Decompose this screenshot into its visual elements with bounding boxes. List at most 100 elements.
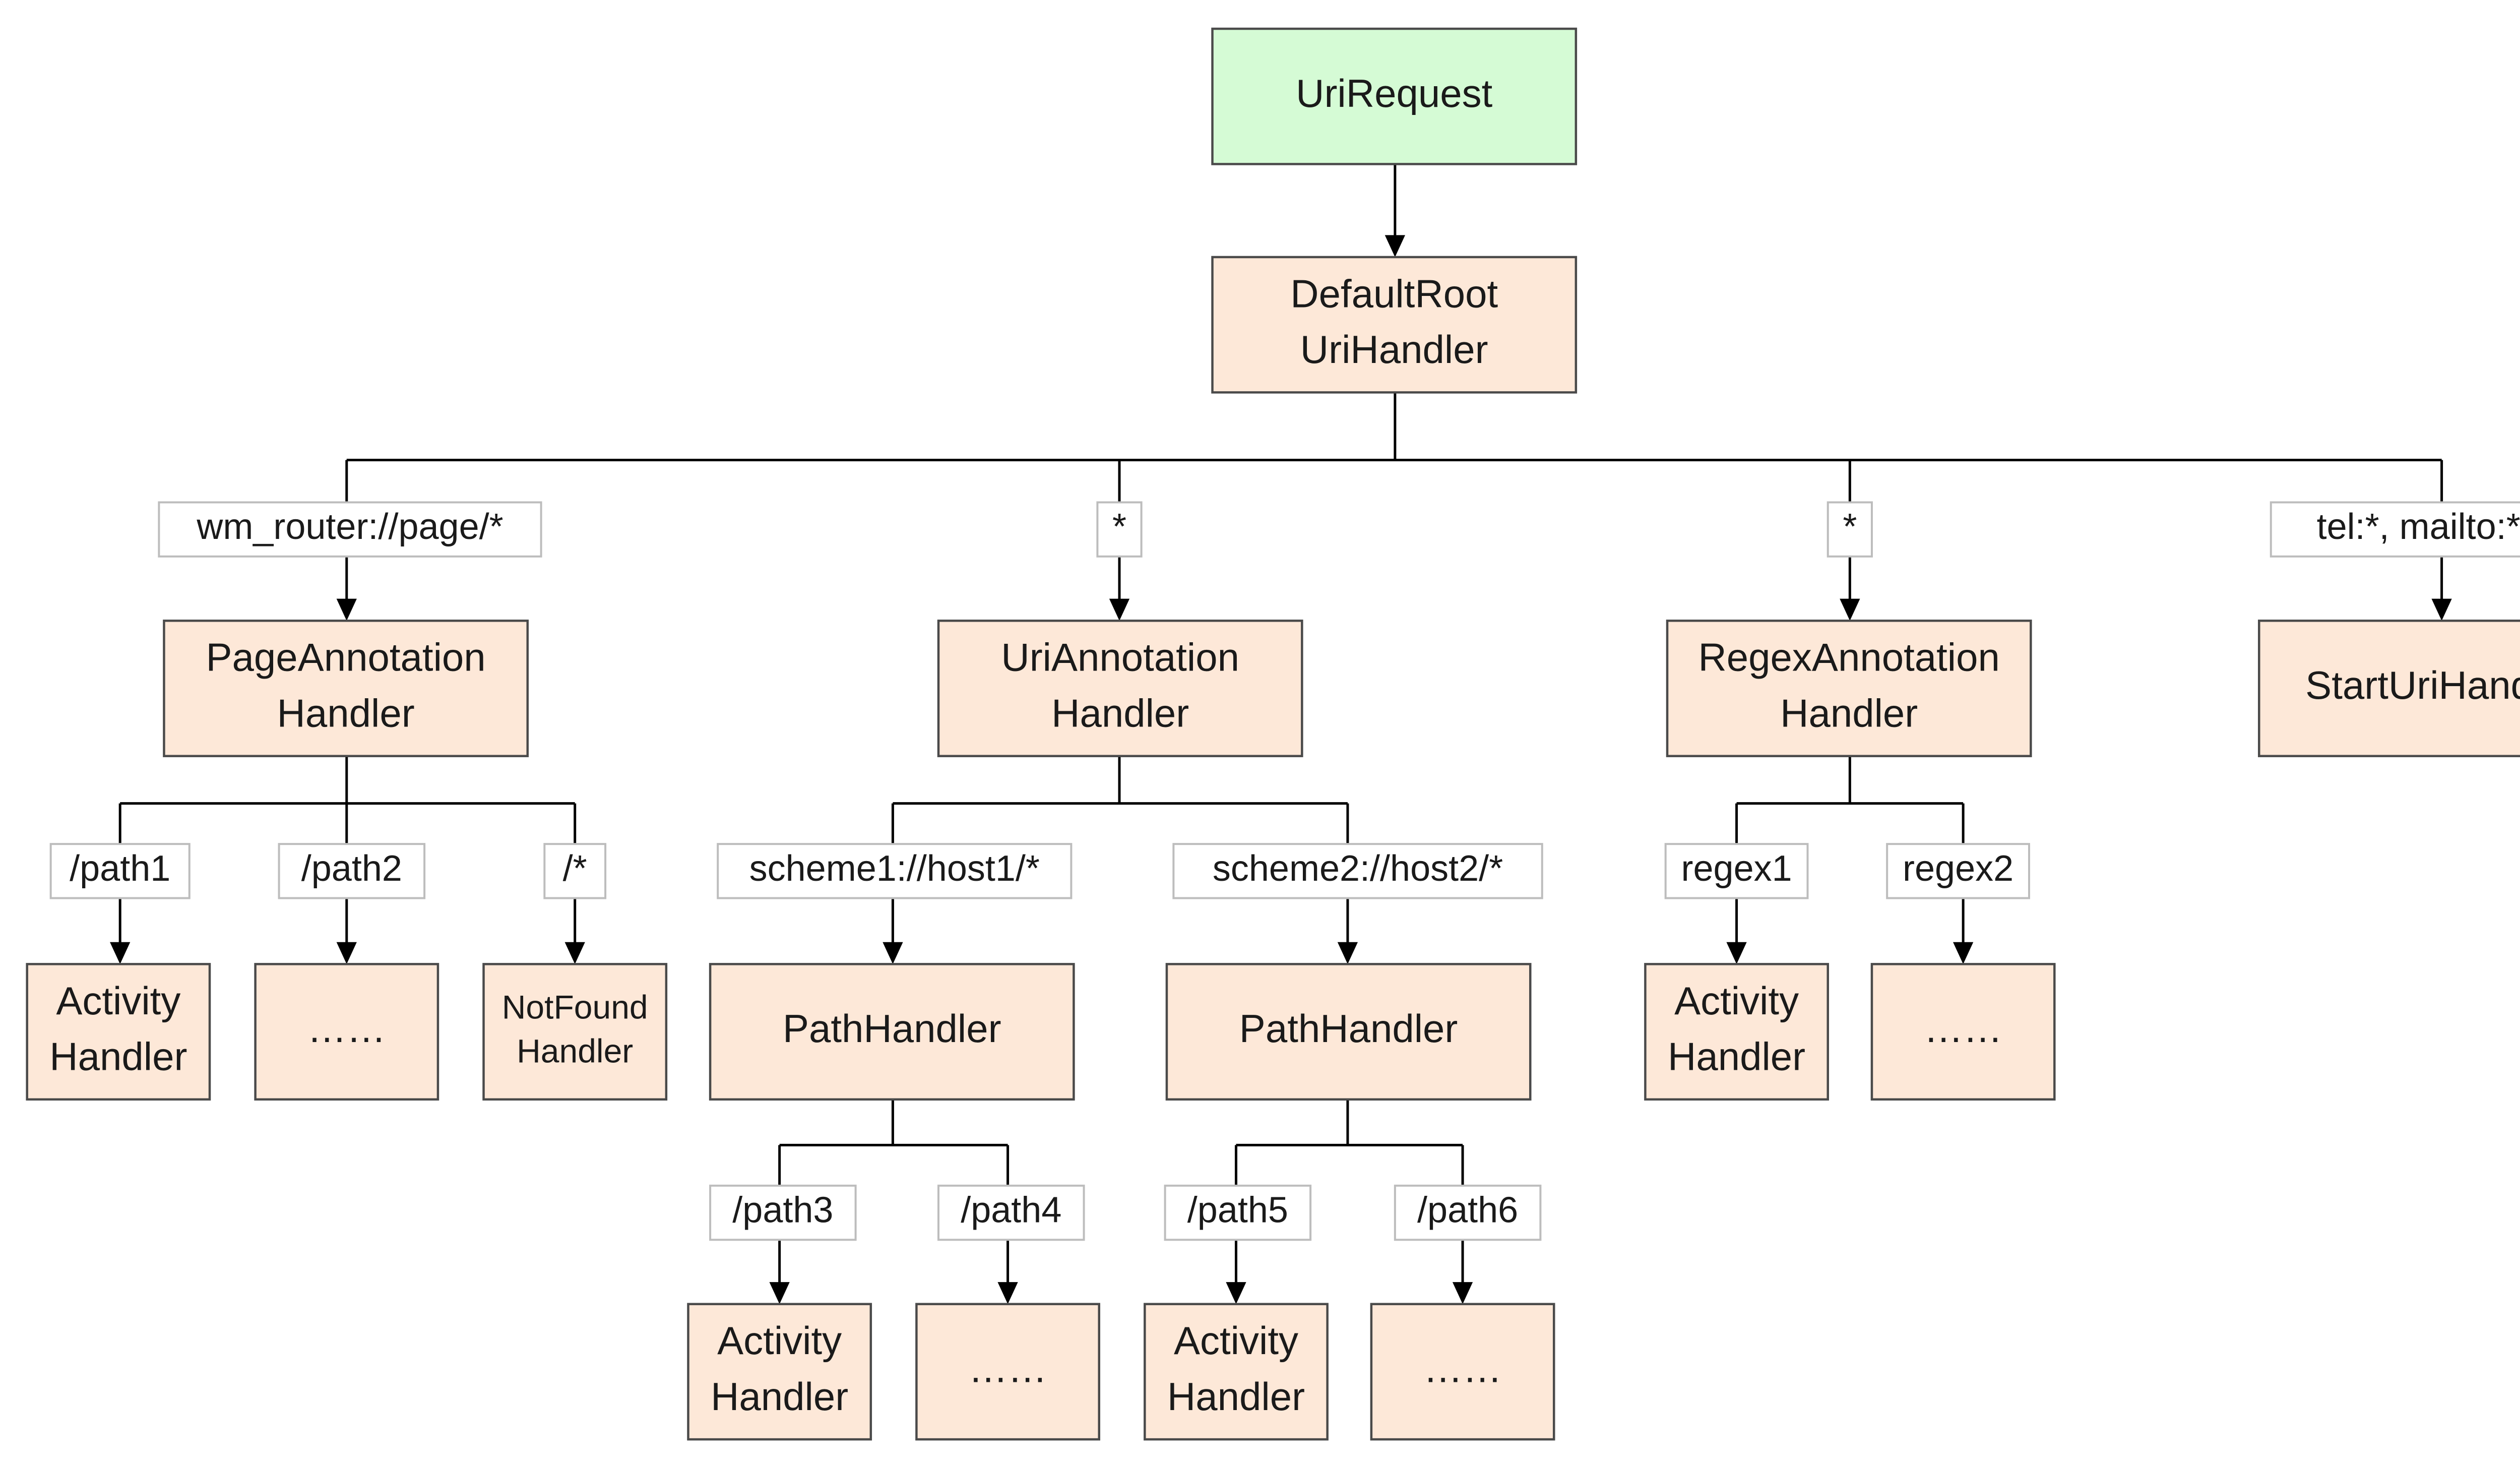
edge-label-path1: /path1 <box>49 843 191 899</box>
node-box <box>1211 256 1578 394</box>
nodes: UriRequestDefaultRootUriHandlerPageAnnot… <box>26 27 2520 1441</box>
node-box <box>1644 963 1830 1101</box>
edge-label-text: /path2 <box>301 848 402 889</box>
node-label: Handler <box>1051 691 1189 735</box>
node-box <box>915 1303 1101 1441</box>
node-box <box>26 963 211 1101</box>
edge-label-regex1: regex1 <box>1664 843 1809 899</box>
edge-label-regex2: regex2 <box>1886 843 2030 899</box>
edge-label-scheme2: scheme2://host2/* <box>1172 843 1543 899</box>
node-page-more: …… <box>254 963 439 1101</box>
edge-label-text: /path4 <box>961 1190 1061 1231</box>
edge-label-text: tel:*, mailto:*, … <box>2317 507 2520 547</box>
edge-label-path6: /path6 <box>1394 1184 1542 1241</box>
edge-label-path5: /path5 <box>1164 1184 1312 1241</box>
arrowhead <box>1953 942 1974 964</box>
node-label: …… <box>1924 1006 2002 1051</box>
arrowhead <box>883 942 903 964</box>
edge-label-path2: /path2 <box>278 843 426 899</box>
edges <box>110 164 2452 1304</box>
node-box <box>1370 1303 1555 1441</box>
node-path-handler-2: PathHandler <box>1165 963 1532 1101</box>
edge-label-text: regex1 <box>1681 848 1792 889</box>
edge-label-box <box>543 843 607 899</box>
edge-label-text: /path6 <box>1417 1190 1518 1231</box>
edge-label-uri-star: * <box>1096 501 1143 558</box>
arrowhead <box>1337 942 1358 964</box>
edge-label-box <box>1394 1184 1542 1241</box>
node-label: Handler <box>277 691 415 735</box>
arrowhead <box>1109 598 1130 621</box>
edge-label-text: * <box>1112 507 1126 547</box>
edge-label-text: /path3 <box>732 1190 833 1231</box>
node-label: Activity <box>56 979 180 1023</box>
arrowhead <box>1452 1282 1473 1304</box>
node-label: …… <box>969 1347 1047 1391</box>
node-box <box>482 963 668 1101</box>
arrowhead <box>110 942 131 964</box>
edge-labels: wm_router://page/***tel:*, mailto:*, …/p… <box>49 501 2520 1241</box>
edge-label-path4: /path4 <box>937 1184 1085 1241</box>
node-ph2-more: …… <box>1370 1303 1555 1441</box>
arrowhead <box>1840 598 1860 621</box>
edge-label-box <box>1172 843 1543 899</box>
edge-label-box <box>717 843 1073 899</box>
node-ph1-more: …… <box>915 1303 1101 1441</box>
node-label: …… <box>307 1006 386 1051</box>
node-box <box>163 620 529 757</box>
edge-label-text: /path1 <box>70 848 170 889</box>
node-box <box>687 1303 872 1441</box>
node-label: Activity <box>1174 1318 1298 1363</box>
node-label: UriAnnotation <box>1001 635 1239 680</box>
node-label: Activity <box>1674 979 1799 1023</box>
edge-label-text: scheme2://host2/* <box>1213 848 1503 889</box>
node-path-handler-1: PathHandler <box>709 963 1075 1101</box>
edge-label-tel-mailto: tel:*, mailto:*, … <box>2270 501 2520 558</box>
node-box <box>1870 963 2056 1101</box>
node-box <box>1211 27 1578 165</box>
edge-label-box <box>278 843 426 899</box>
node-start-uri: StartUriHandler <box>2258 620 2520 757</box>
node-box <box>1144 1303 1329 1441</box>
arrowhead <box>769 1282 790 1304</box>
edge-label-box <box>937 1184 1085 1241</box>
edge-label-text: scheme1://host1/* <box>749 848 1040 889</box>
node-label: Handler <box>49 1034 187 1079</box>
arrowhead <box>336 598 357 621</box>
node-regex-more: …… <box>1870 963 2056 1101</box>
edge-label-path-star: /* <box>543 843 607 899</box>
edge-label-box <box>2270 501 2520 558</box>
node-label: …… <box>1423 1347 1502 1391</box>
node-label: Handler <box>517 1032 633 1070</box>
arrowhead <box>336 942 357 964</box>
node-label: Handler <box>1780 691 1918 735</box>
node-uri-request: UriRequest <box>1211 27 1578 165</box>
edge-label-text: /* <box>563 848 587 889</box>
edge-label-box <box>1164 1184 1312 1241</box>
node-box <box>709 963 1075 1101</box>
edge-label-text: /path5 <box>1187 1190 1288 1231</box>
node-label: Handler <box>711 1374 848 1419</box>
arrowhead <box>2431 598 2452 621</box>
edge-label-box <box>1886 843 2030 899</box>
edge-label-path3: /path3 <box>709 1184 857 1241</box>
arrowhead <box>997 1282 1018 1304</box>
edge-label-box <box>49 843 191 899</box>
node-box <box>254 963 439 1101</box>
edge-label-box <box>158 501 542 558</box>
node-label: PathHandler <box>1239 1006 1458 1051</box>
node-box <box>2258 620 2520 757</box>
node-label: UriRequest <box>1296 71 1492 115</box>
edge-label-scheme1: scheme1://host1/* <box>717 843 1073 899</box>
node-label: UriHandler <box>1300 327 1488 372</box>
node-label: Handler <box>1167 1374 1305 1419</box>
node-label: StartUriHandler <box>2305 663 2520 707</box>
